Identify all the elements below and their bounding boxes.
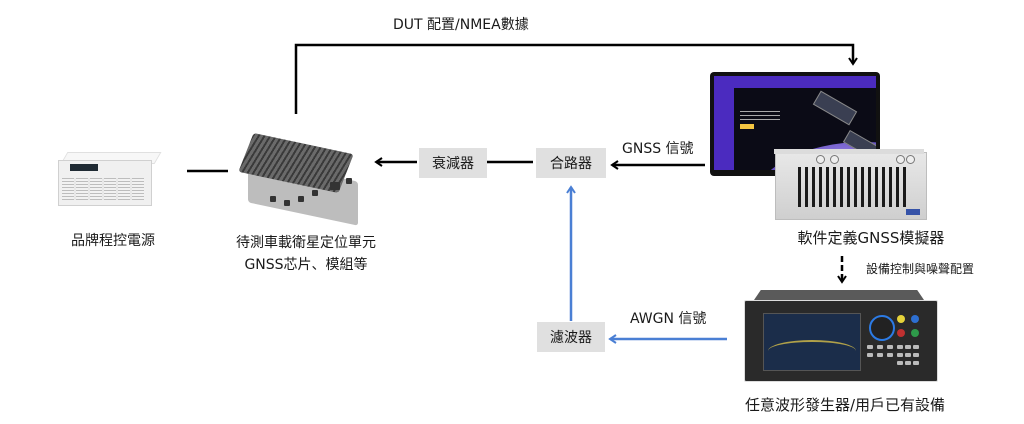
gnss-simulator-image — [774, 149, 927, 220]
dut-config-label: DUT 配置/NMEA數據 — [393, 17, 529, 33]
power-supply-caption: 品牌程控電源 — [71, 233, 155, 249]
gnss-signal-label: GNSS 信號 — [622, 141, 694, 157]
attenuator-box: 衰減器 — [419, 148, 487, 178]
awg-image — [744, 290, 938, 382]
gnss-simulator-caption: 軟件定義GNSS模擬器 — [797, 229, 945, 247]
dut-caption-line2: GNSS芯片、模組等 — [244, 257, 368, 273]
awg-caption: 任意波形發生器/用戶已有設備 — [744, 396, 946, 414]
dut-config-line — [294, 43, 858, 114]
device-control-label: 設備控制與噪聲配置 — [866, 262, 975, 276]
dut-caption-line1: 待測車載衛星定位單元 — [236, 235, 376, 251]
power-supply-image — [58, 150, 162, 208]
filter-box: 濾波器 — [537, 322, 605, 352]
dut-module-image — [238, 130, 360, 226]
combiner-box: 合路器 — [536, 148, 606, 178]
awgn-signal-label: AWGN 信號 — [630, 311, 707, 327]
